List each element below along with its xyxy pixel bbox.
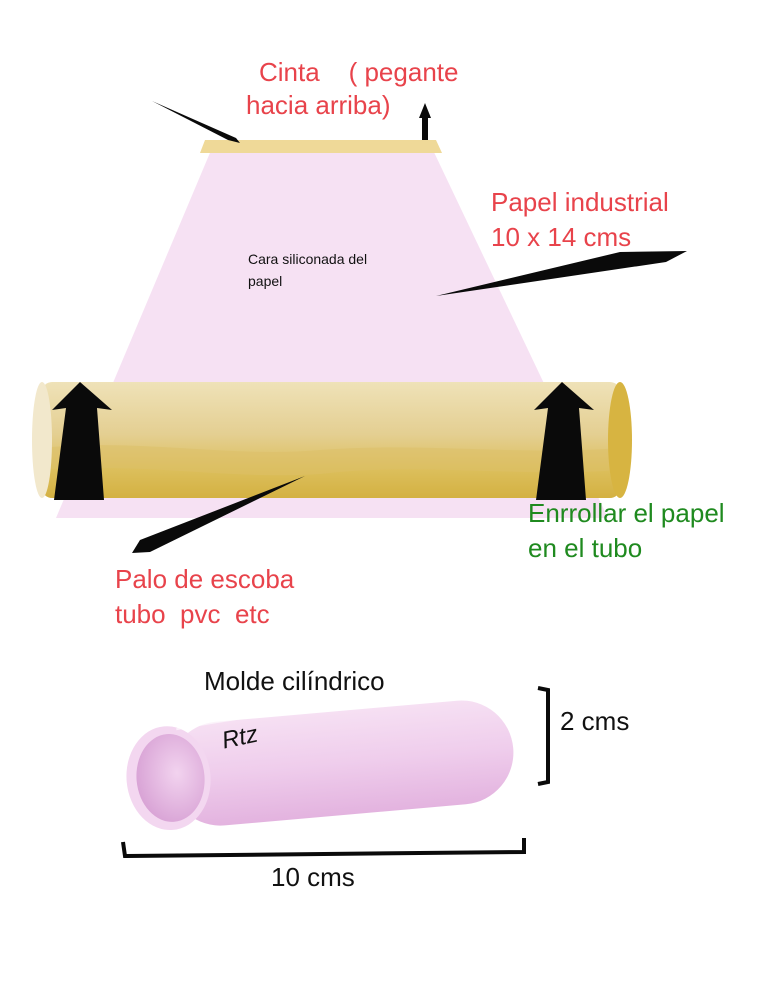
length-dimension-label: 10 cms [271,862,355,892]
broomstick-tube [32,382,632,498]
pointer-wedge-icon [132,476,305,553]
paper-label-line2: 10 x 14 cms [491,222,632,252]
tape-label-line1: Cinta ( pegante [259,57,459,87]
cylindrical-mold [126,695,514,831]
paper-face-label-line2: papel [248,273,283,289]
tape-label-line2: hacia arriba) [246,90,391,120]
tape-strip [200,140,442,153]
pointer-wedge-icon [152,101,240,143]
roll-instruction-line1: Enrrollar el papel [528,498,725,528]
height-dimension-label: 2 cms [560,706,630,736]
roll-instruction-line2: en el tubo [528,533,643,563]
pointer-wedge-icon [436,251,687,296]
mold-title: Molde cilíndrico [204,666,385,696]
paper-face-label-line1: Cara siliconada del [248,251,368,267]
up-arrow-icon [52,382,112,500]
stick-label-line2: tubo pvc etc [115,599,270,629]
up-arrow-icon [419,103,431,140]
up-arrow-icon [534,382,594,500]
height-dimension-bracket [537,686,550,786]
paper-label-line1: Papel industrial [491,187,669,217]
length-dimension-bracket [121,838,526,859]
stick-label-line1: Palo de escoba [115,564,295,594]
